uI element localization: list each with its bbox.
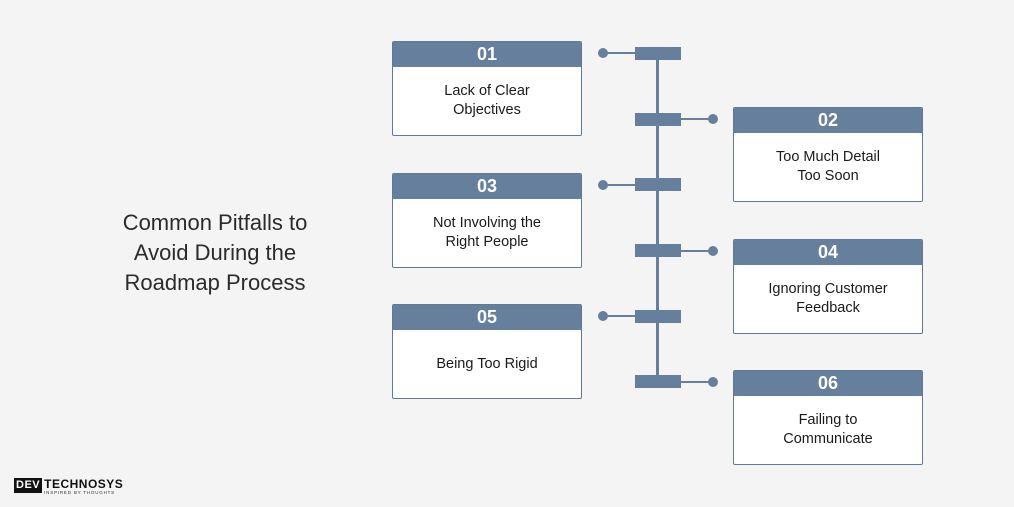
- step-text-line: Being Too Rigid: [436, 355, 538, 372]
- step-number: 02: [734, 108, 922, 133]
- step-text-line: Too Soon: [797, 168, 859, 184]
- step-number: 01: [393, 42, 581, 67]
- step-number: 04: [734, 240, 922, 265]
- title-line: Common Pitfalls to: [122, 210, 308, 235]
- logo-tagline: INSPIRED BY THOUGHTS: [44, 490, 115, 495]
- company-logo: DEV TECHNOSYS INSPIRED BY THOUGHTS: [14, 478, 123, 496]
- step-number: 03: [393, 174, 581, 199]
- connector-line: [603, 315, 636, 317]
- step-card-02: 02 Too Much Detail Too Soon: [733, 107, 923, 202]
- timeline-marker: [635, 244, 681, 257]
- timeline-marker: [635, 375, 681, 388]
- timeline-marker: [635, 113, 681, 126]
- timeline-spine: [656, 53, 659, 383]
- connector-line: [680, 381, 713, 383]
- step-text-line: Communicate: [783, 431, 873, 447]
- step-text: Too Much Detail Too Soon: [734, 133, 922, 201]
- step-text-line: Objectives: [453, 102, 521, 118]
- step-card-01: 01 Lack of Clear Objectives: [392, 41, 582, 136]
- step-card-04: 04 Ignoring Customer Feedback: [733, 239, 923, 334]
- logo-brand-text: TECHNOSYS: [44, 477, 124, 491]
- step-text: Ignoring Customer Feedback: [734, 265, 922, 333]
- step-card-05: 05 Being Too Rigid: [392, 304, 582, 399]
- step-text-line: Failing to: [798, 412, 858, 428]
- logo-box-text: DEV: [14, 478, 43, 493]
- step-text: Failing to Communicate: [734, 396, 922, 464]
- connector-dot: [708, 246, 718, 256]
- connector-line: [603, 52, 636, 54]
- step-text-line: Ignoring Customer: [768, 281, 888, 297]
- step-text: Not Involving the Right People: [393, 199, 581, 267]
- diagram-title: Common Pitfalls to Avoid During the Road…: [95, 208, 335, 298]
- step-card-03: 03 Not Involving the Right People: [392, 173, 582, 268]
- timeline-marker: [635, 178, 681, 191]
- step-text: Being Too Rigid: [393, 330, 581, 398]
- step-text-line: Lack of Clear: [444, 83, 530, 99]
- connector-line: [680, 250, 713, 252]
- timeline-marker: [635, 310, 681, 323]
- step-number: 05: [393, 305, 581, 330]
- connector-dot: [708, 377, 718, 387]
- step-text-line: Right People: [445, 234, 529, 250]
- step-text-line: Too Much Detail: [776, 149, 880, 165]
- connector-line: [680, 118, 713, 120]
- title-line: Roadmap Process: [124, 270, 306, 295]
- step-number: 06: [734, 371, 922, 396]
- timeline-marker: [635, 47, 681, 60]
- step-text-line: Feedback: [796, 300, 860, 316]
- title-line: Avoid During the: [133, 240, 297, 265]
- step-card-06: 06 Failing to Communicate: [733, 370, 923, 465]
- step-text: Lack of Clear Objectives: [393, 67, 581, 135]
- connector-dot: [708, 114, 718, 124]
- step-text-line: Not Involving the: [432, 215, 541, 231]
- connector-line: [603, 184, 636, 186]
